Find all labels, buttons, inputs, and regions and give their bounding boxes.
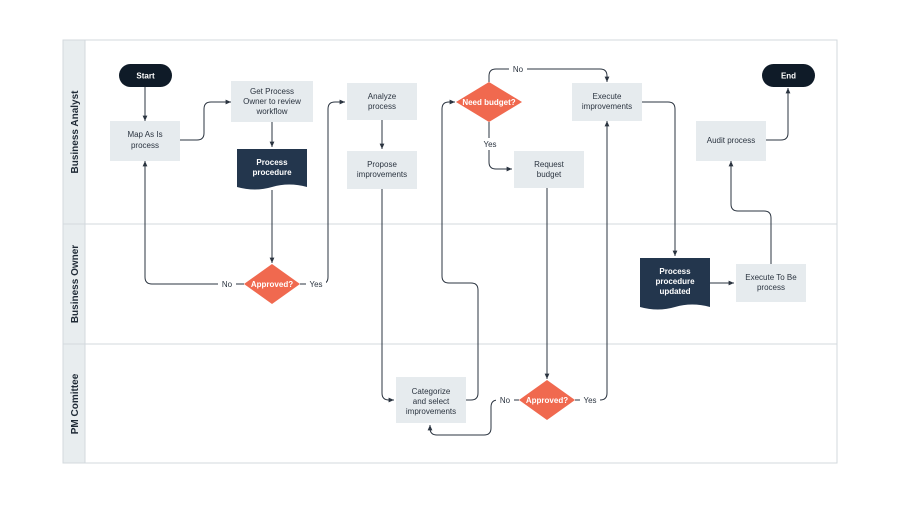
node-audit-label: Audit process bbox=[707, 136, 755, 145]
node-categorize-line-1: Categorize bbox=[412, 387, 451, 396]
node-request-budget: Request budget bbox=[514, 151, 584, 188]
node-approved-pm-label: Approved? bbox=[526, 396, 568, 405]
edge-label-pm-no: No bbox=[500, 396, 511, 405]
node-audit: Audit process bbox=[696, 121, 766, 161]
node-request-budget-line-2: budget bbox=[537, 170, 562, 179]
edge-categorize-to-need-budget bbox=[441, 99, 479, 401]
node-categorize-line-2: and select bbox=[413, 397, 450, 406]
node-approved-owner: Approved? bbox=[244, 264, 300, 304]
node-approved-owner-label: Approved? bbox=[251, 280, 293, 289]
node-procedure-updated-line-3: updated bbox=[659, 287, 690, 296]
node-execute-to-be-line-1: Execute To Be bbox=[745, 273, 797, 282]
edge-map-to-get-owner bbox=[180, 99, 231, 141]
edge-need-budget-yes bbox=[488, 122, 512, 172]
node-process-procedure: Process procedure bbox=[237, 149, 307, 190]
edge-label-owner-no: No bbox=[222, 280, 233, 289]
node-approved-pm: Approved? bbox=[519, 380, 575, 420]
node-analyze-line-1: Analyze bbox=[368, 92, 397, 101]
edge-label-budget-yes: Yes bbox=[483, 140, 496, 149]
edge-label-budget-no: No bbox=[513, 65, 524, 74]
node-end-label: End bbox=[781, 72, 796, 81]
node-need-budget: Need budget? bbox=[456, 82, 522, 122]
node-execute-line-2: improvements bbox=[582, 102, 632, 111]
edges bbox=[142, 68, 791, 436]
node-request-budget-line-1: Request bbox=[534, 160, 565, 169]
edge-propose-to-categorize bbox=[381, 189, 394, 403]
edge-approved-no bbox=[142, 161, 244, 285]
edge-need-budget-no bbox=[488, 68, 610, 82]
node-execute-to-be: Execute To Be process bbox=[736, 264, 806, 302]
lane-label-business-analyst: Business Analyst bbox=[70, 90, 81, 174]
node-procedure-updated-line-1: Process bbox=[659, 267, 691, 276]
node-start: Start bbox=[119, 64, 172, 87]
node-analyze: Analyze process bbox=[347, 83, 417, 120]
edge-to-be-to-audit bbox=[728, 161, 772, 264]
node-procedure-updated: Process procedure updated bbox=[640, 258, 710, 310]
node-propose-line-2: improvements bbox=[357, 170, 407, 179]
edge-label-owner-yes: Yes bbox=[309, 280, 322, 289]
node-execute: Execute improvements bbox=[572, 83, 642, 121]
edge-audit-to-end bbox=[766, 88, 791, 141]
node-categorize: Categorize and select improvements bbox=[396, 377, 466, 423]
node-get-owner-line-2: Owner to review bbox=[243, 97, 301, 106]
edge-approved-pm-no bbox=[427, 399, 519, 436]
node-execute-to-be-line-2: process bbox=[757, 283, 785, 292]
node-get-owner: Get Process Owner to review workflow bbox=[231, 81, 313, 122]
node-propose: Propose improvements bbox=[347, 151, 417, 189]
edge-labels: No Yes No Yes No Yes bbox=[218, 63, 600, 406]
edge-label-pm-yes: Yes bbox=[583, 396, 596, 405]
node-propose-line-1: Propose bbox=[367, 160, 397, 169]
lane-header-column bbox=[62, 39, 86, 464]
node-map-as-is-line-2: process bbox=[131, 141, 159, 150]
node-map-as-is: Map As Is process bbox=[110, 121, 180, 161]
node-analyze-line-2: process bbox=[368, 102, 396, 111]
node-process-procedure-line-2: procedure bbox=[252, 168, 292, 177]
node-categorize-line-3: improvements bbox=[406, 407, 456, 416]
node-map-as-is-line-1: Map As Is bbox=[127, 130, 162, 139]
node-procedure-updated-line-2: procedure bbox=[655, 277, 695, 286]
edge-execute-to-updated bbox=[642, 101, 678, 256]
lane-label-business-owner: Business Owner bbox=[70, 245, 81, 323]
node-end: End bbox=[762, 64, 815, 87]
node-get-owner-line-1: Get Process bbox=[250, 87, 294, 96]
node-process-procedure-line-1: Process bbox=[256, 158, 288, 167]
node-start-label: Start bbox=[136, 72, 155, 81]
lane-label-pm-committee: PM Comittee bbox=[70, 373, 81, 434]
node-get-owner-line-3: workflow bbox=[255, 107, 287, 116]
node-need-budget-label: Need budget? bbox=[462, 98, 515, 107]
node-execute-line-1: Execute bbox=[593, 92, 622, 101]
edge-approved-pm-yes bbox=[575, 121, 610, 401]
